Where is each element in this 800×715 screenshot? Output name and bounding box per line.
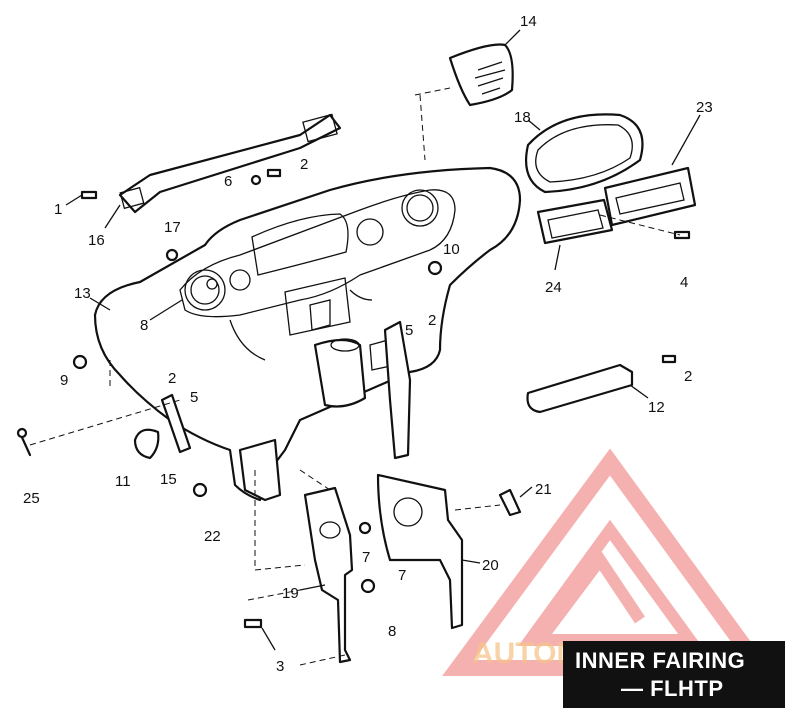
callout-2-far-right: 2 <box>684 368 692 385</box>
part-23-panel <box>603 166 697 227</box>
callout-labels: 14 18 23 2 6 1 16 17 13 8 9 10 5 2 24 4 … <box>23 13 713 675</box>
callout-21: 21 <box>535 481 552 498</box>
hardware-parts <box>16 168 691 629</box>
callout-7-lower: 7 <box>398 567 406 584</box>
callout-23: 23 <box>696 99 713 116</box>
leader-lines <box>29 29 701 666</box>
callout-17: 17 <box>164 219 181 236</box>
callout-16: 16 <box>88 232 105 249</box>
callout-15: 15 <box>160 471 177 488</box>
callout-2-left: 2 <box>168 370 176 387</box>
inner-fairing-body <box>93 166 522 502</box>
caption-line-2: — FLHTP <box>621 676 724 701</box>
callout-5-right: 5 <box>405 322 413 339</box>
part-14-speaker-grille <box>448 43 514 107</box>
part-19-bracket <box>303 486 354 664</box>
callout-14: 14 <box>520 13 537 30</box>
callout-12: 12 <box>648 399 665 416</box>
callout-20: 20 <box>482 557 499 574</box>
callout-2-right: 2 <box>428 312 436 329</box>
callout-2-top: 2 <box>300 156 308 173</box>
callout-18: 18 <box>514 109 531 126</box>
callout-1: 1 <box>54 201 62 218</box>
callout-9: 9 <box>60 372 68 389</box>
callout-19: 19 <box>282 585 299 602</box>
callout-8-left: 8 <box>140 317 148 334</box>
callout-10: 10 <box>443 241 460 258</box>
callout-6: 6 <box>224 173 232 190</box>
callout-13: 13 <box>74 285 91 302</box>
part-24-panel <box>536 198 614 245</box>
callout-8-lower: 8 <box>388 623 396 640</box>
part-18-bezel <box>524 113 644 194</box>
part-20-bracket <box>376 473 464 630</box>
callout-25: 25 <box>23 490 40 507</box>
callout-5-left: 5 <box>190 389 198 406</box>
callout-3: 3 <box>276 658 284 675</box>
callout-11: 11 <box>115 473 131 490</box>
caption-box: INNER FAIRING — FLHTP <box>563 641 785 708</box>
caption-line-1: INNER FAIRING <box>575 648 746 673</box>
callout-4: 4 <box>680 274 688 291</box>
callout-24: 24 <box>545 279 562 296</box>
part-12-bar <box>526 363 634 414</box>
part-16-bracket <box>118 113 342 214</box>
callout-22: 22 <box>204 528 221 545</box>
callout-7-upper: 7 <box>362 549 370 566</box>
